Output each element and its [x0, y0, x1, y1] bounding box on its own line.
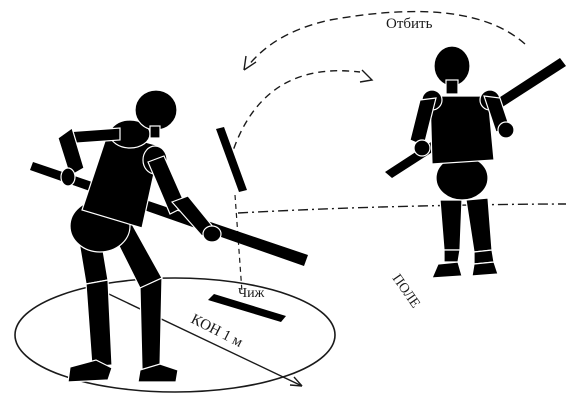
field-line: [238, 204, 566, 213]
label-pole: ПОЛЕ: [389, 272, 423, 311]
flight-trajectory: [230, 71, 360, 160]
flight-arrowhead: [360, 70, 372, 82]
fielder-figure: [385, 46, 566, 278]
batter-figure: [30, 90, 308, 382]
flying-chizh: [216, 127, 247, 192]
label-otbit: Отбить: [386, 16, 433, 32]
label-chizh: Чиж: [238, 286, 265, 301]
kon-dimension-arrow: [92, 286, 302, 386]
